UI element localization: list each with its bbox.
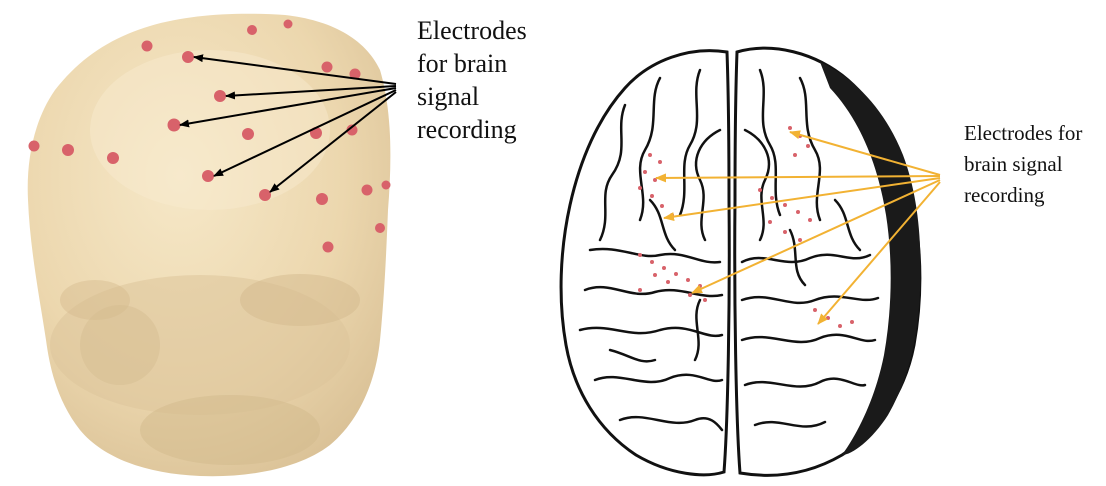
electrode	[322, 62, 333, 73]
electrode	[242, 128, 254, 140]
electrode	[638, 288, 642, 292]
electrode	[758, 188, 762, 192]
electrode	[375, 223, 385, 233]
electrode	[796, 210, 800, 214]
electrode	[798, 238, 802, 242]
electrode	[650, 260, 654, 264]
electrode	[653, 273, 657, 277]
electrode	[660, 204, 664, 208]
head-highlight	[90, 50, 330, 210]
electrode	[29, 141, 40, 152]
electrode	[658, 160, 662, 164]
electrode	[648, 153, 652, 157]
right-electrodes-label: Electrodes for brain signal recording	[964, 118, 1082, 211]
electrode	[806, 144, 810, 148]
electrode	[768, 220, 772, 224]
eye-shadow	[60, 280, 130, 320]
electrode	[323, 242, 334, 253]
electrode	[214, 90, 226, 102]
electrode	[808, 218, 812, 222]
electrode	[688, 293, 692, 297]
electrode	[62, 144, 74, 156]
electrode	[638, 186, 642, 190]
electrode	[838, 324, 842, 328]
label-line: recording	[964, 180, 1082, 211]
label-line: recording	[417, 113, 527, 146]
electrode	[202, 170, 214, 182]
chin-shadow	[140, 395, 320, 465]
electrode	[770, 196, 774, 200]
electrode	[850, 320, 854, 324]
label-line: Electrodes	[417, 14, 527, 47]
head-illustration	[28, 14, 396, 476]
electrode	[788, 126, 792, 130]
electrode	[142, 41, 153, 52]
electrode	[783, 230, 787, 234]
left-hemisphere	[561, 51, 729, 475]
electrode	[650, 194, 654, 198]
brain-illustration	[561, 48, 940, 475]
electrode	[666, 280, 670, 284]
label-line: brain signal	[964, 149, 1082, 180]
brow-shadow	[240, 274, 360, 326]
electrode	[813, 308, 817, 312]
electrode	[259, 189, 271, 201]
electrode	[316, 193, 328, 205]
electrode	[107, 152, 119, 164]
electrode	[382, 181, 391, 190]
electrode	[284, 20, 293, 29]
electrode	[638, 253, 642, 257]
electrode	[783, 203, 787, 207]
electrode	[362, 185, 373, 196]
electrode	[793, 153, 797, 157]
electrode	[247, 25, 257, 35]
label-line: for brain	[417, 47, 527, 80]
electrode	[674, 272, 678, 276]
label-line: Electrodes for	[964, 118, 1082, 149]
electrode	[643, 170, 647, 174]
electrode	[662, 266, 666, 270]
left-electrodes-label: Electrodes for brain signal recording	[417, 14, 527, 146]
electrode	[703, 298, 707, 302]
electrode	[168, 119, 181, 132]
label-line: signal	[417, 80, 527, 113]
electrode	[182, 51, 194, 63]
electrode	[686, 278, 690, 282]
electrode	[826, 316, 830, 320]
electrode	[698, 284, 702, 288]
